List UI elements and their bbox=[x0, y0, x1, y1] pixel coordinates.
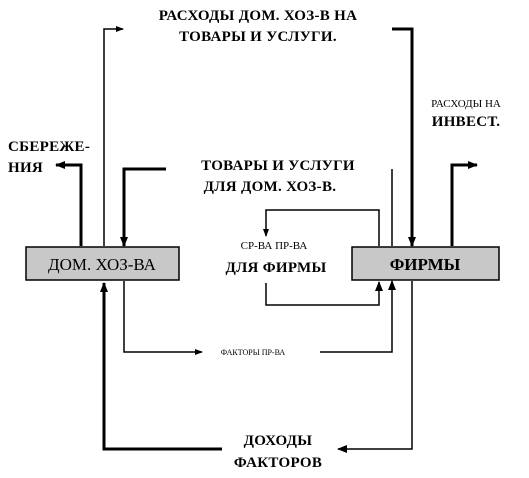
means-of-production-loop-bottom bbox=[265, 281, 383, 306]
goods-services-flow-left bbox=[120, 167, 166, 247]
goods-services-label-line1: ТОВАРЫ И УСЛУГИ bbox=[201, 158, 355, 174]
firms-label: ФИРМЫ bbox=[390, 255, 461, 274]
factors-flow-right bbox=[320, 280, 396, 353]
investment-label-line1: РАСХОДЫ НА bbox=[431, 98, 501, 110]
investment-label-line2: ИНВЕСТ. bbox=[432, 114, 501, 130]
investment-flow bbox=[450, 161, 478, 246]
households-label: ДОМ. ХОЗ-ВА bbox=[48, 255, 157, 274]
consumer-spending-flow bbox=[103, 26, 124, 246]
factors-label: ФАКТОРЫ ПР-ВА bbox=[221, 348, 286, 357]
consumer-spending-flow-right bbox=[392, 27, 416, 247]
savings-label-line1: СБЕРЕЖЕ- bbox=[8, 139, 90, 155]
means-of-production-loop-top bbox=[263, 209, 380, 246]
consumer-spending-label-line2: ТОВАРЫ И УСЛУГИ. bbox=[179, 29, 337, 45]
factor-income-label-line1: ДОХОДЫ bbox=[244, 433, 313, 449]
factors-flow bbox=[123, 281, 203, 355]
factor-income-flow-right bbox=[337, 281, 413, 453]
households-box[interactable] bbox=[25, 246, 180, 281]
means-of-production-label-line2: ДЛЯ ФИРМЫ bbox=[225, 260, 326, 276]
factor-income-label-line2: ФАКТОРОВ bbox=[234, 455, 322, 471]
means-of-production-label-line1: СР-ВА ПР-ВА bbox=[241, 240, 308, 252]
consumer-spending-label-line1: РАСХОДЫ ДОМ. ХОЗ-В НА bbox=[159, 8, 357, 24]
savings-label-line2: НИЯ bbox=[8, 160, 43, 176]
savings-flow bbox=[55, 161, 83, 246]
firms-box[interactable] bbox=[351, 246, 500, 281]
goods-services-label-line2: ДЛЯ ДОМ. ХОЗ-В. bbox=[204, 179, 337, 195]
factor-income-flow-left bbox=[100, 282, 222, 451]
